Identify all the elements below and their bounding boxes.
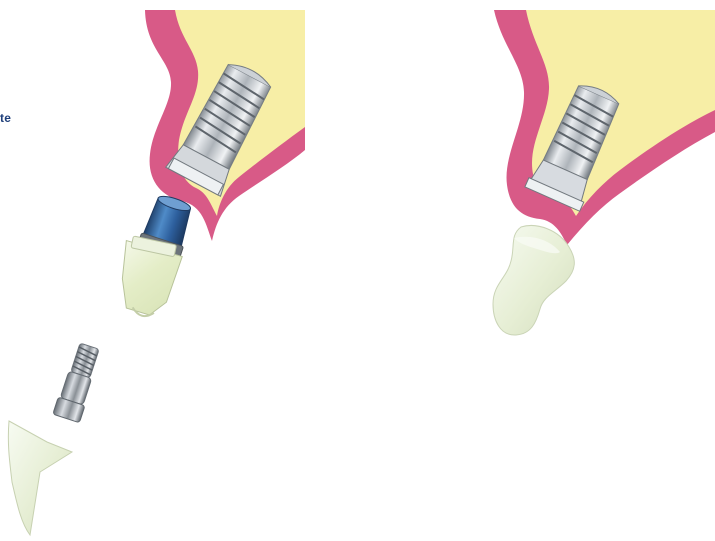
left-screw — [53, 342, 103, 423]
left-exploded-view — [8, 10, 305, 535]
right-assembled-view — [493, 10, 715, 335]
left-crown-tooth — [8, 421, 72, 535]
left-crown-abutment — [112, 235, 185, 322]
